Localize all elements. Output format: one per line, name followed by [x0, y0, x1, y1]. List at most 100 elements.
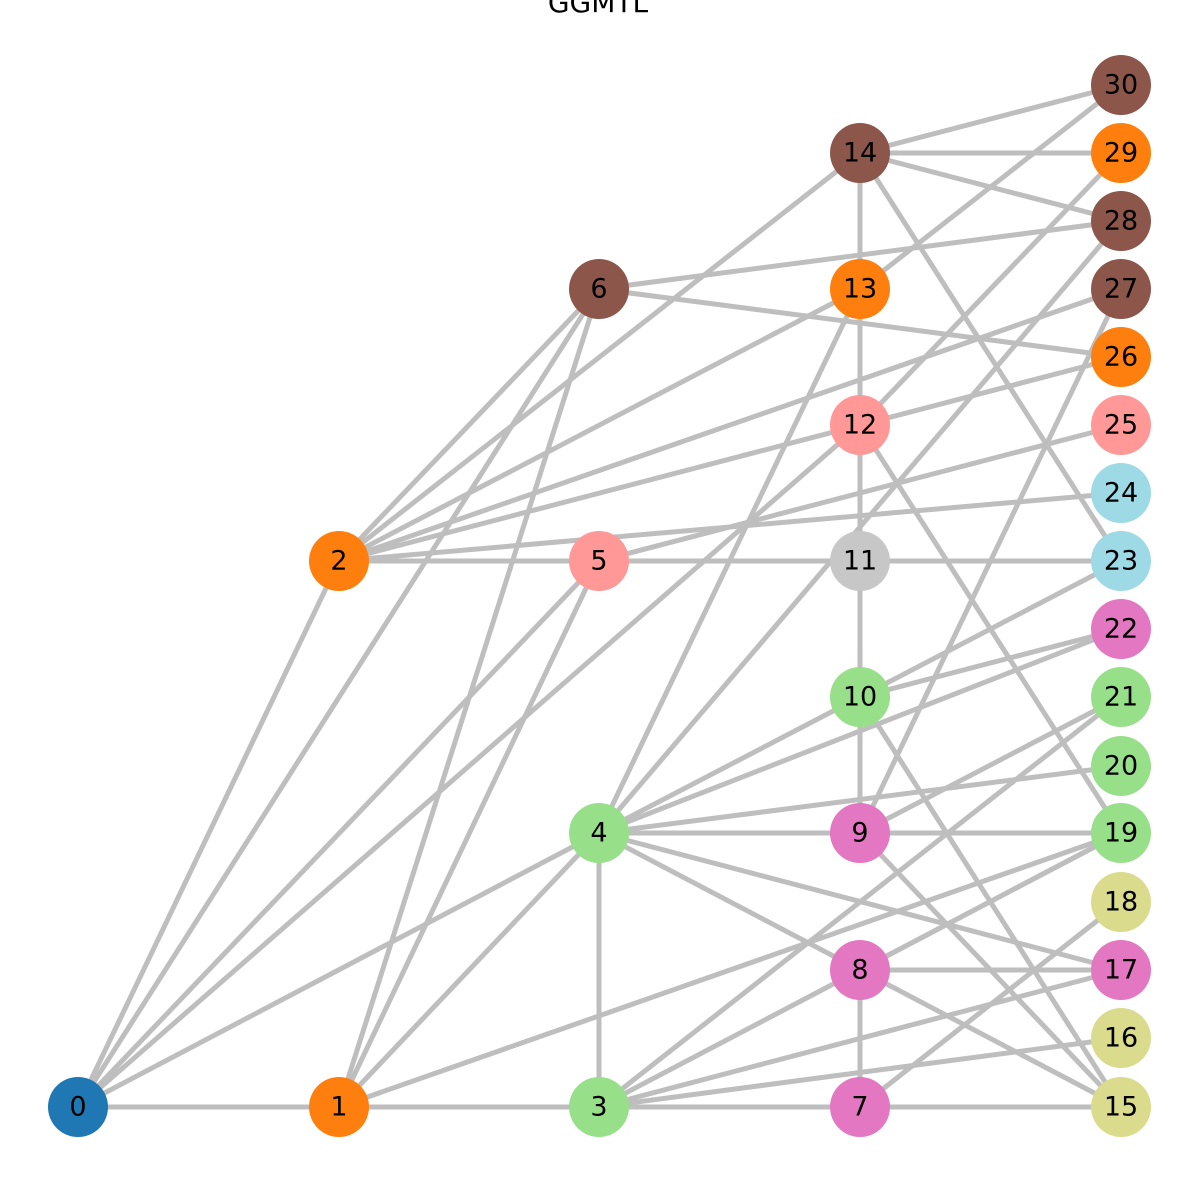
node-19: 19: [1091, 803, 1151, 863]
node-label-13: 13: [843, 274, 877, 305]
node-24: 24: [1091, 463, 1151, 523]
edge-9-21: [858, 694, 1123, 836]
node-label-12: 12: [843, 410, 877, 441]
node-26: 26: [1091, 327, 1151, 387]
node-label-26: 26: [1104, 342, 1138, 373]
node-circle-2: [309, 531, 369, 591]
node-label-27: 27: [1104, 274, 1138, 305]
edge-10-15: [857, 695, 1124, 1109]
node-label-21: 21: [1104, 682, 1138, 713]
node-label-25: 25: [1104, 410, 1138, 441]
node-circle-26: [1091, 327, 1151, 387]
node-label-22: 22: [1104, 614, 1138, 645]
edge-4-10: [597, 694, 862, 836]
node-circle-13: [830, 259, 890, 319]
node-label-20: 20: [1104, 751, 1138, 782]
node-28: 28: [1091, 191, 1151, 251]
node-circle-27: [1091, 259, 1151, 319]
edge-0-4: [76, 830, 601, 1110]
node-9: 9: [830, 803, 890, 863]
edge-0-2: [75, 559, 342, 1109]
node-circle-6: [569, 259, 629, 319]
node-circle-19: [1091, 803, 1151, 863]
node-label-3: 3: [590, 1092, 607, 1123]
edge-1-5: [336, 559, 602, 1109]
edge-12-29: [858, 151, 1123, 427]
node-circle-28: [1091, 191, 1151, 251]
node-label-18: 18: [1104, 887, 1138, 918]
node-3: 3: [569, 1077, 629, 1137]
node-23: 23: [1091, 531, 1151, 591]
edge-2-14: [337, 151, 862, 563]
node-circle-15: [1091, 1077, 1151, 1137]
node-circle-11: [830, 531, 890, 591]
node-circle-14: [830, 123, 890, 183]
edge-1-6: [336, 288, 602, 1108]
node-circle-20: [1091, 736, 1151, 796]
edge-4-8: [597, 830, 862, 973]
node-label-28: 28: [1104, 206, 1138, 237]
node-circle-9: [830, 803, 890, 863]
node-circle-10: [830, 667, 890, 727]
node-circle-0: [48, 1077, 108, 1137]
edge-0-12: [76, 423, 862, 1109]
node-21: 21: [1091, 667, 1151, 727]
node-circle-24: [1091, 463, 1151, 523]
node-circle-12: [830, 395, 890, 455]
node-2: 2: [309, 531, 369, 591]
edge-14-30: [859, 82, 1122, 156]
node-30: 30: [1091, 55, 1151, 115]
node-11: 11: [830, 531, 890, 591]
edge-9-15: [858, 831, 1123, 1109]
node-22: 22: [1091, 599, 1151, 659]
node-label-23: 23: [1104, 546, 1138, 577]
edge-14-23: [857, 151, 1124, 563]
node-circle-17: [1091, 940, 1151, 1000]
node-label-15: 15: [1104, 1092, 1138, 1123]
node-label-6: 6: [590, 274, 607, 305]
node-label-7: 7: [851, 1092, 868, 1123]
edges-layer: [75, 82, 1124, 1110]
node-label-0: 0: [69, 1092, 86, 1123]
edge-0-6: [75, 287, 602, 1109]
edge-4-17: [598, 830, 1122, 973]
node-label-24: 24: [1104, 478, 1138, 509]
node-circle-3: [569, 1077, 629, 1137]
node-17: 17: [1091, 940, 1151, 1000]
node-25: 25: [1091, 395, 1151, 455]
edge-0-5: [76, 559, 601, 1109]
node-12: 12: [830, 395, 890, 455]
node-circle-30: [1091, 55, 1151, 115]
node-label-1: 1: [330, 1092, 347, 1123]
edge-8-15: [858, 967, 1123, 1110]
node-20: 20: [1091, 736, 1151, 796]
node-circle-1: [309, 1077, 369, 1137]
node-circle-4: [569, 803, 629, 863]
node-5: 5: [569, 531, 629, 591]
node-label-4: 4: [590, 818, 607, 849]
node-label-10: 10: [843, 682, 877, 713]
node-circle-21: [1091, 667, 1151, 727]
node-circle-29: [1091, 123, 1151, 183]
edge-2-27: [338, 286, 1122, 564]
node-8: 8: [830, 940, 890, 1000]
edge-1-19: [338, 830, 1122, 1110]
node-circle-5: [569, 531, 629, 591]
node-label-19: 19: [1104, 818, 1138, 849]
node-6: 6: [569, 259, 629, 319]
node-circle-23: [1091, 531, 1151, 591]
edge-1-4: [337, 831, 601, 1109]
node-label-11: 11: [843, 546, 877, 577]
node-label-17: 17: [1104, 955, 1138, 986]
node-15: 15: [1091, 1077, 1151, 1137]
node-circle-25: [1091, 395, 1151, 455]
node-27: 27: [1091, 259, 1151, 319]
node-4: 4: [569, 803, 629, 863]
node-label-5: 5: [590, 546, 607, 577]
edge-10-22: [859, 626, 1122, 700]
node-circle-18: [1091, 872, 1151, 932]
node-label-9: 9: [851, 818, 868, 849]
node-16: 16: [1091, 1008, 1151, 1068]
edge-7-18: [858, 900, 1123, 1109]
